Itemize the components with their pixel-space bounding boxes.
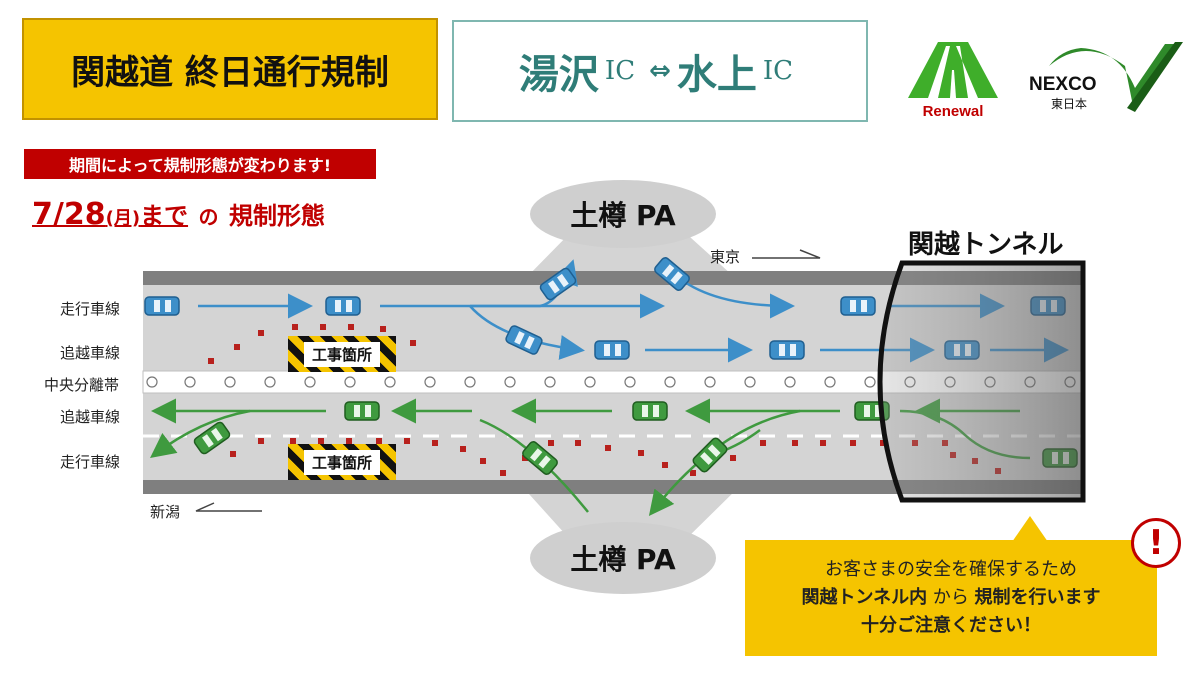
nexco-logo-text: NEXCO xyxy=(1029,74,1097,95)
period-heading: 7/28(月)まで の 規制形態 xyxy=(32,196,325,232)
period-label: 規制形態 xyxy=(228,202,325,230)
work-zone-up: 工事箇所 xyxy=(288,336,396,372)
period-date-group: 7/28(月)まで xyxy=(32,197,188,232)
bidirectional-arrow-icon: ⇔ xyxy=(649,56,671,86)
period-date: 7/28 xyxy=(32,197,106,232)
callout-pointer xyxy=(1012,516,1048,542)
page-title: 関越道 終日通行規制 xyxy=(22,18,438,120)
road-top-shoulder xyxy=(143,271,1083,285)
caution-line-1: お客さまの安全を確保するため xyxy=(825,559,1077,580)
direction-tokyo: 東京 xyxy=(710,248,741,266)
direction-niigata: 新潟 xyxy=(150,503,181,521)
notice-banner: 期間によって規制形態が変わります! xyxy=(24,149,376,179)
route-to: 水上 xyxy=(676,52,757,98)
exclamation-icon: ! xyxy=(1131,518,1181,568)
renewal-logo: Renewal xyxy=(908,42,998,120)
tunnel-label: 関越トンネル xyxy=(908,230,1064,260)
parking-area-bottom: 土樽 PA xyxy=(530,522,716,594)
direction-indicators xyxy=(195,249,821,512)
route-from-ic: IC xyxy=(604,56,636,86)
nexco-logo: NEXCO 東日本 xyxy=(1029,42,1183,112)
caution-callout: お客さまの安全を確保するため 関越トンネル内 から 規制を行います 十分ご注意く… xyxy=(745,540,1157,656)
period-weekday: (月) xyxy=(105,208,141,229)
work-zone-label: 工事箇所 xyxy=(303,449,380,475)
lane-label-median: 中央分離帯 xyxy=(44,376,120,394)
lane-label-down-drive: 走行車線 xyxy=(60,453,121,471)
road-bottom-shoulder xyxy=(143,480,1083,494)
work-zone-down: 工事箇所 xyxy=(288,444,396,480)
route-to-ic: IC xyxy=(762,56,794,86)
work-zone-label: 工事箇所 xyxy=(303,341,380,367)
parking-area-top: 土樽 PA xyxy=(530,180,716,248)
nexco-logo-sub: 東日本 xyxy=(1051,97,1087,111)
renewal-logo-text: Renewal xyxy=(923,103,984,120)
lane-label-down-pass: 追越車線 xyxy=(60,408,121,426)
route-from: 湯沢 xyxy=(518,52,599,98)
lane-label-up-pass: 追越車線 xyxy=(60,344,121,362)
period-particle: の xyxy=(198,205,219,229)
caution-line-3: 十分ご注意ください！ xyxy=(861,615,1041,636)
period-until: まで xyxy=(140,202,189,230)
tunnel-outline xyxy=(877,260,1086,503)
caution-line-2: 関越トンネル内 から 規制を行います xyxy=(801,587,1101,608)
lane-label-up-drive: 走行車線 xyxy=(60,300,121,318)
route-banner: 湯沢 IC ⇔ 水上 IC xyxy=(452,20,868,122)
